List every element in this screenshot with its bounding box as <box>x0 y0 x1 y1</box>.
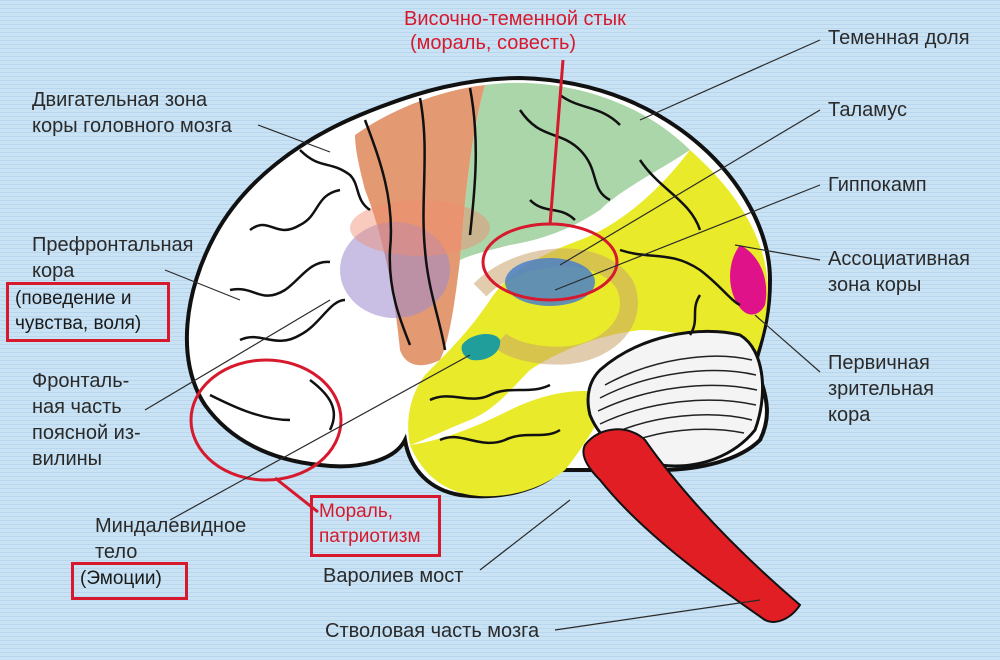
prefrontal-note-line-1: (поведение и <box>15 288 132 309</box>
amygdala-label: Миндалевидное тело <box>95 513 246 565</box>
hippocampus-label: Гиппокамп <box>828 174 927 196</box>
gyri-lines <box>209 87 741 445</box>
parietal-lobe-label: Теменная доля <box>828 27 970 49</box>
temporoparietal-note: (мораль, совесть) <box>410 32 577 54</box>
cingulate-region <box>340 222 450 318</box>
primary-visual-line-1: Первичная <box>828 352 930 374</box>
temporal-lower-region <box>410 390 610 497</box>
amygdala-note-text: (Эмоции) <box>80 568 162 589</box>
prefrontal-label: Префронтальная кора <box>32 232 194 284</box>
amygdala-note-box: (Эмоции) <box>71 562 188 600</box>
primary-visual-label: Первичная зрительная кора <box>828 350 934 428</box>
brainstem <box>582 428 802 623</box>
amygdala-line-2: тело <box>95 541 138 563</box>
motor-zone-line-1: Двигательная зона <box>32 89 208 111</box>
cingulate-line-1: Фронталь- <box>32 370 130 392</box>
primary-visual-line-2: зрительная <box>828 378 934 400</box>
prefrontal-line-1: Префронтальная <box>32 234 194 256</box>
temporoparietal-connector <box>548 59 565 226</box>
association-zone-label: Ассоциативная зона коры <box>828 246 970 298</box>
cingulate-line-4: вилины <box>32 448 103 470</box>
prefrontal-note-box: (поведение и чувства, воля) <box>6 282 170 342</box>
visual-cortex-region <box>730 245 767 315</box>
morality-line-2: патриотизм <box>319 526 421 547</box>
thalamus-region <box>505 258 595 306</box>
primary-visual-line-3: кора <box>828 404 871 426</box>
brainstem-label: Стволовая часть мозга <box>325 620 540 642</box>
thalamus-label: Таламус <box>828 99 907 121</box>
association-zone-line-1: Ассоциативная <box>828 248 970 270</box>
parietal-region <box>460 82 690 260</box>
amygdala-line-1: Миндалевидное <box>95 515 247 537</box>
cingulate-highlight-circle <box>189 358 343 482</box>
morality-box: Мораль, патриотизм <box>310 495 441 557</box>
cingulate-line-3: поясной из- <box>32 422 141 444</box>
motor-zone-region <box>355 85 485 366</box>
prefrontal-note-line-2: чувства, воля) <box>15 313 142 334</box>
association-zone-line-2: зона коры <box>828 274 922 296</box>
temporal-region <box>408 150 768 445</box>
amygdala-region <box>461 333 501 361</box>
leader-lines <box>144 39 821 631</box>
motor-zone-line-2: коры головного мозга <box>32 115 232 137</box>
morality-line-1: Мораль, <box>319 501 394 522</box>
prefrontal-orange-overlay <box>350 200 490 256</box>
prefrontal-line-2: кора <box>32 260 75 282</box>
pons-label: Варолиев мост <box>323 565 464 587</box>
temporoparietal-title: Височно-теменной стык <box>404 8 626 30</box>
motor-zone-label: Двигательная зона коры головного мозга <box>32 87 232 139</box>
cingulate-label: Фронталь- ная часть поясной из- вилины <box>32 368 141 472</box>
cingulate-line-2: ная часть <box>32 396 122 418</box>
